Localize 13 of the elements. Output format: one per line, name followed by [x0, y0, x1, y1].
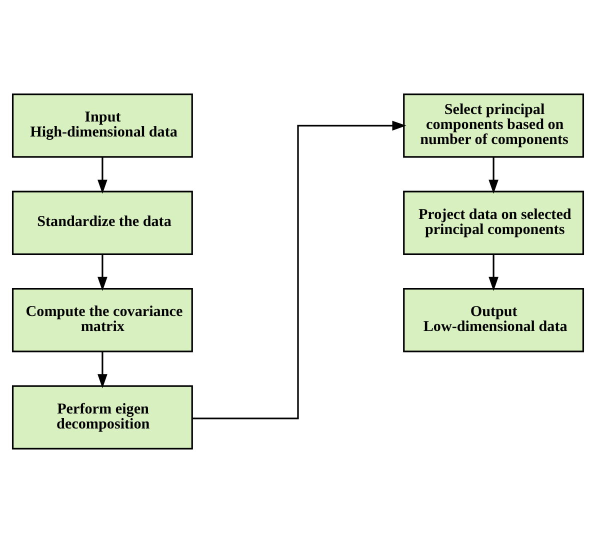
arrow — [98, 157, 108, 194]
arrow — [488, 254, 498, 290]
node-box: Select principal components based on number of components — [403, 93, 584, 158]
node-box: Input High-dimensional data — [12, 93, 193, 158]
arrow — [488, 157, 498, 194]
node-box: Perform eigen decomposition — [12, 384, 193, 449]
arrow — [98, 254, 108, 290]
arrow — [192, 120, 406, 419]
node-box: Output Low-dimensional data — [403, 287, 584, 352]
node-box: Standardize the data — [12, 190, 193, 255]
node-box: Project data on selected principal components — [403, 190, 584, 255]
node-box: Compute the covariance matrix — [12, 287, 193, 352]
arrow — [98, 351, 108, 388]
